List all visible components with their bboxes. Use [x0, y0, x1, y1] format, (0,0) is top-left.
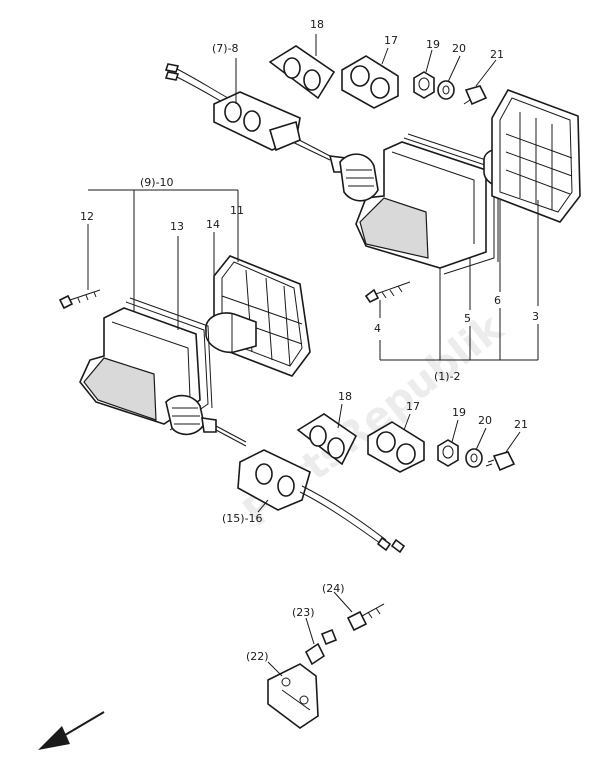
lower-bulb-socket [165, 394, 217, 436]
label-5: 5 [464, 312, 471, 325]
upper-wire-harness [164, 63, 331, 161]
part-number-labels: (7)-8 18 17 19 20 21 (9)-10 12 13 14 11 … [80, 18, 539, 663]
upper-turn-signal-assembly [164, 45, 581, 304]
label-6: 6 [494, 294, 501, 307]
label-19-upper: 19 [426, 38, 440, 51]
label-24: (24) [322, 582, 345, 595]
label-13: 13 [170, 220, 184, 233]
label-11: 11 [230, 204, 244, 217]
bracket-bolt [346, 603, 385, 632]
upper-damper [341, 55, 399, 109]
label-3: 3 [532, 310, 539, 323]
label-14: 14 [206, 218, 220, 231]
label-21-upper: 21 [490, 48, 504, 61]
lower-turn-signal-assembly [58, 255, 516, 554]
lower-lens-housing [79, 307, 201, 425]
label-17-upper: 17 [384, 34, 398, 47]
upper-lens [491, 89, 581, 223]
upper-rubber-grommet [213, 91, 301, 152]
label-19-lower: 19 [452, 406, 466, 419]
label-20-upper: 20 [452, 42, 466, 55]
label-7-8: (7)-8 [212, 42, 239, 55]
leader-lines [87, 34, 539, 677]
upper-mounting-screw [364, 281, 411, 304]
label-4: 4 [374, 322, 381, 335]
lower-damper [367, 421, 425, 473]
lower-nut [437, 439, 459, 467]
upper-gasket [268, 45, 336, 100]
front-direction-arrow-icon [38, 711, 105, 750]
lower-screw [485, 451, 516, 472]
label-12: 12 [80, 210, 94, 223]
reflector-bracket [267, 663, 319, 729]
label-9-10: (9)-10 [140, 176, 174, 189]
label-1-2: (1)-2 [434, 370, 461, 383]
label-23: (23) [292, 606, 315, 619]
lower-wire-harness [299, 485, 406, 554]
upper-screw [463, 85, 488, 106]
label-17-lower: 17 [406, 400, 420, 413]
label-21-lower: 21 [514, 418, 528, 431]
lower-gasket [296, 413, 358, 466]
lower-mounting-screw [58, 289, 101, 310]
upper-washer [437, 80, 455, 100]
label-18-lower: 18 [338, 390, 352, 403]
bracket-clip [304, 628, 338, 666]
label-15-16: (15)-16 [222, 512, 263, 525]
bracket-assembly [267, 603, 385, 729]
label-20-lower: 20 [478, 414, 492, 427]
lower-washer [465, 448, 483, 468]
lower-rubber-grommet [215, 425, 311, 511]
lower-bulb [205, 312, 257, 354]
upper-bulb-socket [328, 153, 379, 202]
upper-lens-housing [355, 141, 487, 269]
label-18-upper: 18 [310, 18, 324, 31]
upper-nut [413, 71, 435, 99]
label-22: (22) [246, 650, 269, 663]
